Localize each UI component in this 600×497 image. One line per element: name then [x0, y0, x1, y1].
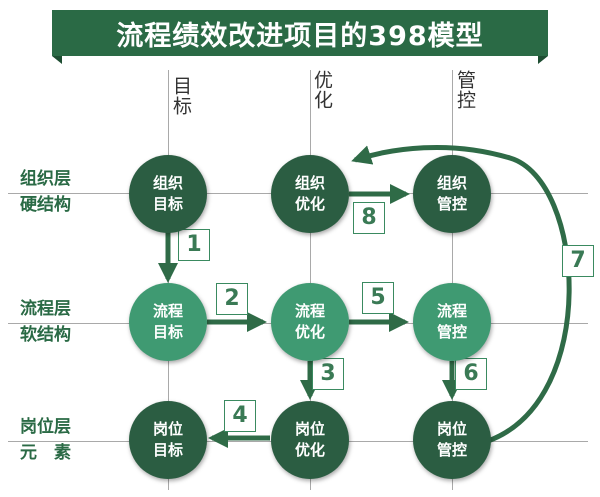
node-organization-optimize: 组织 优化: [271, 155, 349, 233]
node-line1: 流程: [294, 302, 325, 320]
diagram-title: 流程绩效改进项目的398模型: [116, 20, 484, 52]
step-number-1: 1: [178, 229, 210, 261]
node-line1: 岗位: [152, 420, 183, 438]
node-line2: 管控: [436, 195, 467, 213]
node-line2: 目标: [152, 323, 183, 341]
node-line1: 岗位: [436, 420, 467, 438]
node-line1: 组织: [152, 174, 183, 192]
column-heading-optimize: 优化: [311, 70, 333, 110]
node-process-optimize: 流程 优化: [271, 283, 349, 361]
arrow-7: [351, 145, 572, 444]
row-label-line1: 组织层: [20, 169, 71, 189]
row-label-organization: 组织层 硬结构: [8, 166, 83, 218]
row-label-line2: 软结构: [20, 325, 71, 345]
node-line2: 优化: [294, 195, 325, 213]
banner-fold-left: [52, 56, 62, 64]
node-line2: 目标: [152, 195, 183, 213]
node-line1: 岗位: [294, 420, 325, 438]
node-line2: 优化: [294, 323, 325, 341]
node-line1: 流程: [436, 302, 467, 320]
step-number-5: 5: [362, 282, 394, 314]
step-number-3: 3: [312, 358, 344, 390]
column-heading-control: 管控: [454, 70, 476, 110]
node-line2: 目标: [152, 441, 183, 459]
node-position-target: 岗位 目标: [129, 401, 207, 479]
row-label-process: 流程层 软结构: [8, 296, 83, 348]
node-process-target: 流程 目标: [129, 283, 207, 361]
row-label-line2: 元 素: [20, 443, 71, 463]
step-number-4: 4: [224, 400, 256, 432]
step-number-6: 6: [455, 358, 487, 390]
node-line1: 流程: [152, 302, 183, 320]
banner-fold-right: [538, 56, 548, 64]
title-banner: 流程绩效改进项目的398模型: [52, 10, 548, 56]
node-line2: 优化: [294, 441, 325, 459]
row-label-line1: 岗位层: [20, 417, 71, 437]
row-label-position: 岗位层 元 素: [8, 414, 83, 466]
node-process-control: 流程 管控: [413, 283, 491, 361]
node-position-optimize: 岗位 优化: [271, 401, 349, 479]
grid-line-col-2: [310, 70, 311, 490]
grid-line-col-3: [452, 70, 453, 490]
node-line2: 管控: [436, 323, 467, 341]
step-number-2: 2: [216, 283, 248, 315]
node-line1: 组织: [436, 174, 467, 192]
row-label-line2: 硬结构: [20, 195, 71, 215]
column-heading-target: 目标: [170, 76, 192, 116]
node-position-control: 岗位 管控: [413, 401, 491, 479]
row-label-line1: 流程层: [20, 299, 71, 319]
step-number-7: 7: [562, 245, 594, 277]
node-line1: 组织: [294, 174, 325, 192]
node-line2: 管控: [436, 441, 467, 459]
node-organization-control: 组织 管控: [413, 155, 491, 233]
node-organization-target: 组织 目标: [129, 155, 207, 233]
step-number-8: 8: [353, 202, 385, 234]
